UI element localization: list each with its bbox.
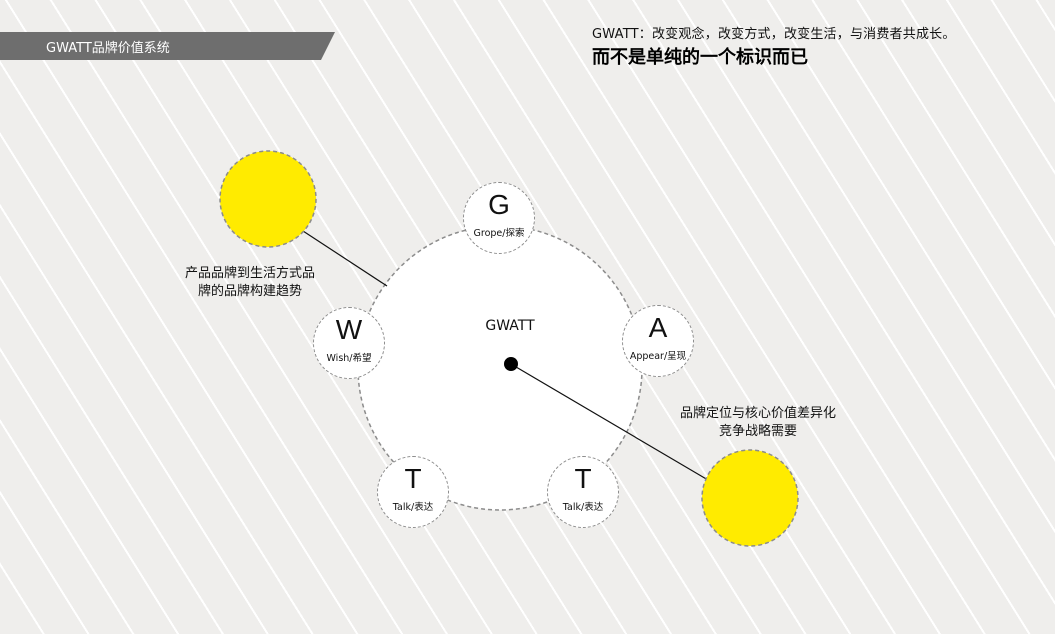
node-caption: Talk/表达: [392, 502, 434, 513]
center-label: GWATT: [485, 318, 535, 334]
center-dot: [504, 357, 518, 371]
note-right-line2: 竞争战略需要: [718, 424, 797, 439]
node-w: W Wish/希望: [313, 307, 385, 379]
node-t-left: T Talk/表达: [377, 456, 449, 528]
node-caption: Wish/希望: [326, 353, 372, 364]
tagline: GWATT：改变观念，改变方式，改变生活，与消费者共成长。: [592, 27, 956, 42]
node-t-right: T Talk/表达: [547, 456, 619, 528]
section-banner: GWATT品牌价值系统: [0, 32, 335, 60]
node-g: G Grope/探索: [463, 182, 535, 254]
banner-title: GWATT品牌价值系统: [46, 41, 170, 56]
note-right: 品牌定位与核心价值差异化 竞争战略需要: [648, 405, 868, 441]
note-left-line2: 牌的品牌构建趋势: [197, 284, 302, 299]
note-right-line1: 品牌定位与核心价值差异化: [679, 406, 836, 421]
note-left-line1: 产品品牌到生活方式品: [184, 266, 315, 281]
node-caption: Talk/表达: [562, 502, 604, 513]
connector-left: [302, 230, 388, 287]
node-caption: Grope/探索: [473, 228, 525, 239]
node-letter: T: [404, 463, 422, 494]
node-a: A Appear/呈现: [622, 305, 694, 377]
headline: 而不是单纯的一个标识而已: [592, 47, 808, 68]
highlight-circle-right: [701, 449, 799, 547]
node-letter: A: [648, 312, 668, 343]
node-letter: W: [335, 314, 363, 345]
node-caption: Appear/呈现: [629, 351, 687, 362]
node-letter: T: [574, 463, 592, 494]
connector-right: [510, 363, 709, 481]
node-letter: G: [488, 189, 510, 220]
highlight-circle-left: [219, 150, 317, 248]
note-left: 产品品牌到生活方式品 牌的品牌构建趋势: [150, 265, 350, 301]
